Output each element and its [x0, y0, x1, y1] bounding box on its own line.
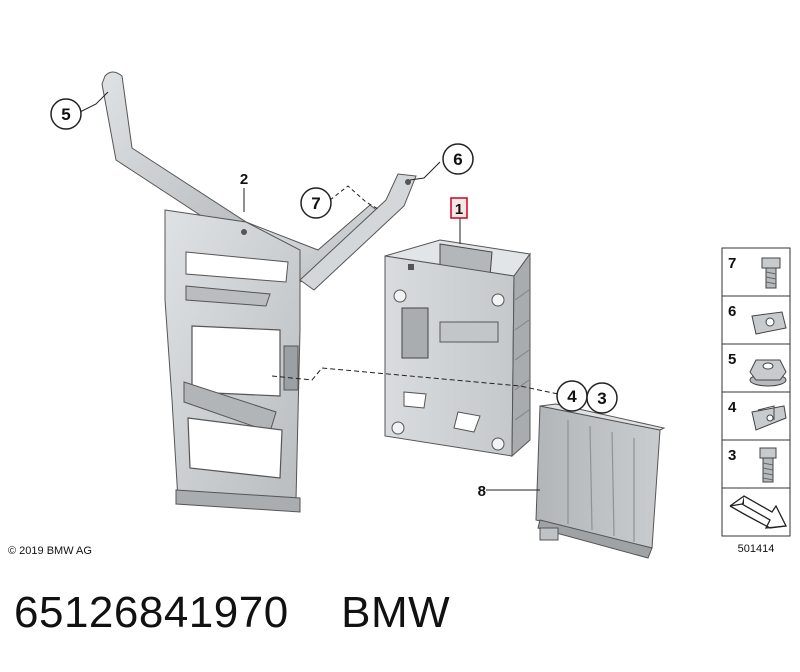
- leader-lines: [79, 91, 559, 491]
- callout-5: 5: [50, 98, 82, 130]
- hex-flange-bolt-icon: [761, 257, 781, 289]
- legend-item-3: 3: [721, 439, 791, 489]
- spring-nut-clip-icon: [751, 311, 787, 335]
- callout-6: 6: [442, 143, 474, 175]
- svg-text:3: 3: [728, 447, 736, 464]
- svg-text:4: 4: [728, 399, 737, 416]
- hex-flange-nut-icon: [749, 359, 787, 387]
- svg-text:8: 8: [478, 483, 486, 500]
- svg-text:7: 7: [311, 194, 320, 213]
- svg-text:4: 4: [567, 387, 577, 406]
- diagram-id: 501414: [738, 543, 775, 555]
- svg-text:1: 1: [455, 201, 463, 218]
- brand-label: BMW: [341, 588, 451, 637]
- direction-arrow-icon: [729, 495, 788, 529]
- legend-item-5: 5: [721, 343, 791, 393]
- part-footer: 65126841970 BMW: [14, 588, 794, 648]
- mounting-bracket-part-2: [101, 71, 383, 513]
- callout-3: 3: [586, 382, 618, 414]
- svg-text:5: 5: [61, 105, 70, 124]
- legend-item-7: 7: [721, 247, 791, 297]
- svg-text:3: 3: [597, 389, 606, 408]
- copyright-text: © 2019 BMW AG: [8, 545, 92, 557]
- part-number: 65126841970: [14, 588, 289, 637]
- callout-4: 4: [556, 380, 588, 412]
- fastener-legend: 7 6 5 4: [721, 247, 791, 555]
- svg-text:6: 6: [728, 303, 736, 320]
- clip-nut-icon: [751, 405, 787, 431]
- control-module-part-1: [384, 239, 531, 458]
- callout-1-highlighted: 1: [450, 197, 468, 219]
- strut-part-7: [299, 173, 417, 291]
- cover-part-8: [535, 403, 666, 559]
- callout-8: 8: [478, 483, 486, 500]
- svg-text:2: 2: [240, 171, 248, 188]
- callout-2: 2: [240, 171, 248, 188]
- hex-bolt-icon: [759, 447, 777, 483]
- legend-item-4: 4: [721, 391, 791, 441]
- svg-text:6: 6: [453, 150, 462, 169]
- svg-text:7: 7: [728, 255, 736, 272]
- svg-text:5: 5: [728, 351, 736, 368]
- legend-item-arrow: [721, 487, 791, 537]
- legend-item-6: 6: [721, 295, 791, 345]
- callout-7: 7: [300, 187, 332, 219]
